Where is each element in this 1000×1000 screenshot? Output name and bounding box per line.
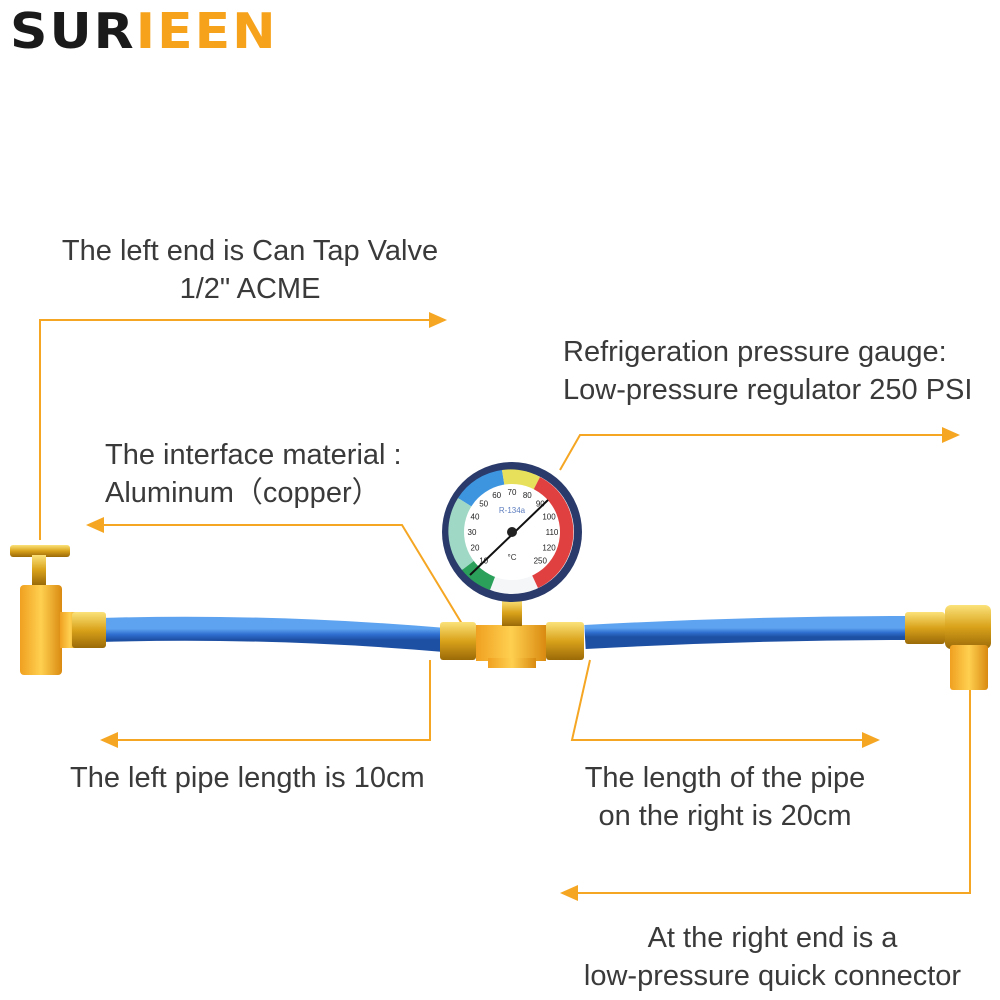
interface-callout: The interface material : Aluminum（copper… [105,439,402,509]
left-pipe-line [100,660,431,748]
gauge-tick-label: 70 [508,488,517,497]
right-hose [584,616,911,649]
quick-connector [905,605,991,690]
gauge-unit: °C [508,553,517,562]
left-end-callout: The left end is Can Tap Valve 1/2" ACME [61,235,439,305]
gauge-callout: Refrigeration pressure gauge: Low-pressu… [563,336,973,406]
gauge-tick-label: 50 [479,500,488,509]
right-pipe-callout: The length of the pipe on the right is 2… [584,762,866,832]
right-pipe-line [570,659,880,748]
tee-fitting [440,600,584,668]
left-end-line [39,312,447,540]
gauge-tick-label: 30 [468,528,477,537]
gauge-tick-label: 120 [542,543,556,552]
left-pipe-callout: The left pipe length is 10cm [70,762,425,794]
gauge-line [559,427,960,471]
gauge-tick-label: 20 [471,543,480,552]
right-end-callout: At the right end is a low-pressure quick… [583,922,962,992]
gauge-needle [469,499,549,576]
interface-line [86,517,471,638]
brand-logo: SURIEEN [10,3,278,61]
gauge-tick-label: 80 [523,491,532,500]
right-end-line [560,670,971,901]
gauge-tick-label: 250 [534,556,548,565]
gauge-label: R-134a [499,506,526,515]
gauge-tick-label: 90 [536,500,545,509]
gauge-tick-label: 110 [546,528,559,537]
left-hose [99,616,447,652]
can-tap-valve [10,545,106,675]
callout-lines [39,312,971,901]
gauge-tick-label: 100 [542,513,556,522]
gauge-tick-label: 60 [492,491,501,500]
gauge-tick-label: 40 [471,513,480,522]
pressure-gauge: R-134a °C 102030405060708090100110120250 [442,462,582,602]
